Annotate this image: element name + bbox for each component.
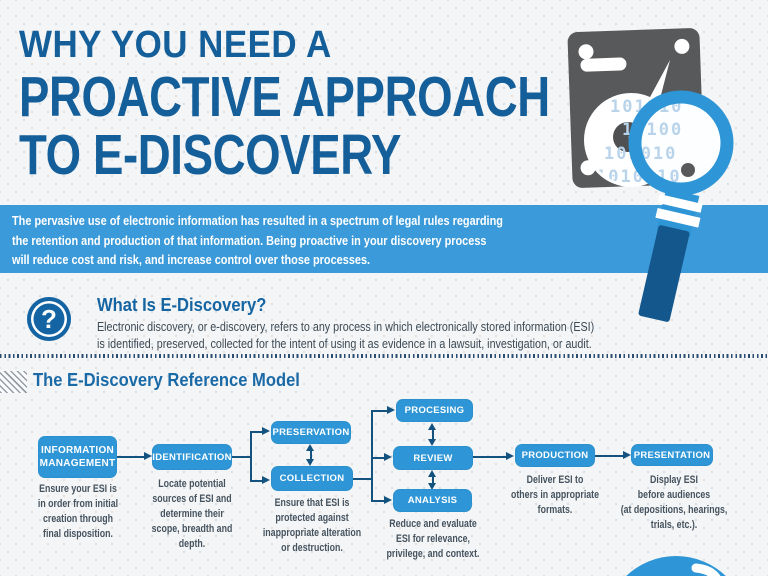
node-presentation: PRESENTATION <box>631 444 713 466</box>
flow-arrow-icon <box>306 444 314 451</box>
flow-connector <box>371 457 385 459</box>
flow-arrow-icon <box>428 423 436 430</box>
node-production: PRODUCTION <box>515 444 595 467</box>
flow-connector <box>232 456 252 458</box>
node-processing: PROCESING <box>396 399 473 422</box>
node-preservation: PRESERVATION <box>271 421 351 444</box>
flow-connector <box>117 456 145 458</box>
flow-connector <box>371 410 373 501</box>
node-collection: COLLECTION <box>271 466 353 491</box>
bottom-badge-circle <box>604 556 748 576</box>
question-mark-glyph: ? <box>41 303 57 334</box>
flow-arrow-icon <box>428 470 436 477</box>
flow-arrow-icon <box>387 406 395 414</box>
flow-connector <box>250 431 263 433</box>
screw-icon <box>681 163 695 177</box>
flow-arrow-icon <box>623 451 631 459</box>
whatis-body: Electronic discovery, or e-discovery, re… <box>97 319 595 351</box>
flow-connector <box>432 474 434 486</box>
flow-connector <box>595 455 624 457</box>
whatis-heading: What Is E-Discovery? <box>97 295 267 315</box>
flow-arrow-icon <box>428 483 436 490</box>
flow-arrow-icon <box>384 496 392 504</box>
page-title: WHY YOU NEED A PROACTIVE APPROACH TO E-D… <box>19 24 682 187</box>
flow-arrow-icon <box>262 427 270 435</box>
dotted-divider <box>0 354 768 358</box>
flow-connector <box>432 427 434 442</box>
flow-arrow-icon <box>306 459 314 466</box>
flow-arrow-icon <box>262 476 270 484</box>
node-review: REVIEW <box>393 446 473 470</box>
flow-arrow-icon <box>506 452 514 460</box>
flow-connector <box>371 500 385 502</box>
flow-connector <box>473 456 507 458</box>
bottom-badge-swirl-icon <box>691 563 721 576</box>
edrm-heading: The E-Discovery Reference Model <box>33 370 300 390</box>
flow-connector <box>353 478 373 480</box>
hatch-swatch-icon <box>0 371 27 393</box>
flow-connector <box>371 410 388 412</box>
flow-connector <box>250 480 263 482</box>
flow-arrow-icon <box>428 439 436 446</box>
question-mark-icon: ? <box>27 297 71 341</box>
title-eyebrow: WHY YOU NEED A <box>19 24 332 66</box>
title-line-2: TO E-DISCOVERY <box>19 123 402 187</box>
flow-arrow-icon <box>384 453 392 461</box>
intro-banner: The pervasive use of electronic informat… <box>0 205 768 273</box>
title-line-1: PROACTIVE APPROACH <box>19 65 550 129</box>
intro-banner-text: The pervasive use of electronic informat… <box>12 213 503 267</box>
flow-connector <box>310 448 312 463</box>
flow-arrow-icon <box>144 452 152 460</box>
node-analysis: ANALYSIS <box>393 489 472 512</box>
node-identification: IDENTIFICATION <box>152 444 232 470</box>
flow-connector <box>250 431 252 481</box>
